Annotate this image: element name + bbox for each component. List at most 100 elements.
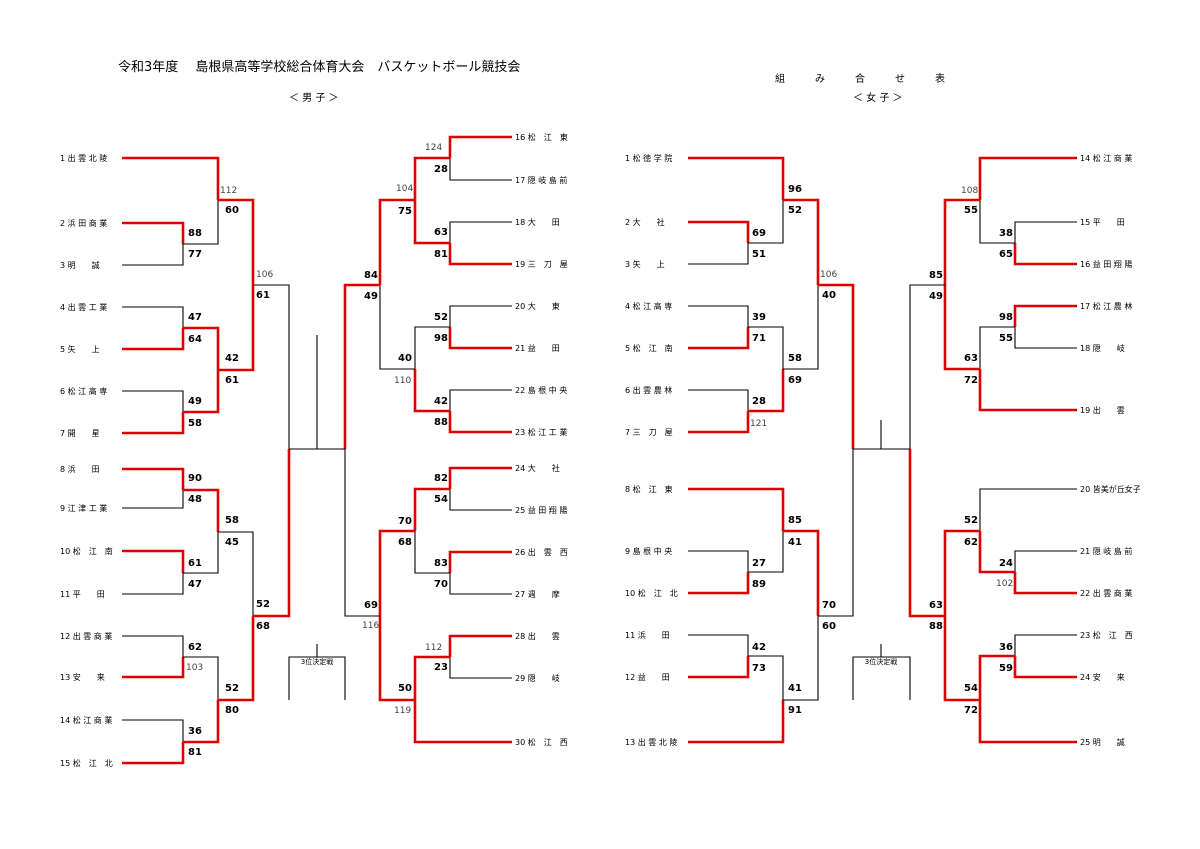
bracket-line bbox=[413, 369, 450, 413]
bracket-line bbox=[183, 488, 220, 532]
bracket-line bbox=[979, 488, 1077, 531]
team-name: 8 松 江 東 bbox=[625, 484, 673, 494]
score: 23 bbox=[434, 662, 448, 673]
page-title: 令和3年度 島根県高等学校総合体育大会 バスケットボール競技会 bbox=[118, 60, 521, 75]
bracket-line bbox=[1013, 656, 1077, 679]
bracket-line bbox=[122, 306, 184, 328]
team-name: 24 安 来 bbox=[1080, 672, 1125, 682]
bracket-line bbox=[978, 700, 1077, 744]
team-name: 5 矢 上 bbox=[60, 344, 100, 354]
bracket-line bbox=[413, 700, 512, 744]
team-name: 1 出 雲 北 陵 bbox=[60, 153, 107, 163]
score: 28 bbox=[434, 164, 448, 175]
score: 85 bbox=[929, 270, 943, 281]
score: 77 bbox=[188, 249, 202, 260]
bracket-line bbox=[943, 285, 980, 371]
score: 90 bbox=[188, 473, 202, 484]
score: 39 bbox=[752, 312, 766, 323]
bracket-line bbox=[218, 198, 255, 285]
bracket-line bbox=[122, 328, 185, 351]
score: 68 bbox=[256, 621, 270, 632]
score: 83 bbox=[434, 558, 448, 569]
bracket-line bbox=[218, 531, 254, 616]
bracket-line bbox=[688, 550, 749, 572]
bracket-line bbox=[783, 529, 820, 616]
bracket-line bbox=[183, 200, 219, 245]
team-name: 7 開 星 bbox=[60, 429, 100, 438]
score: 52 bbox=[225, 683, 239, 694]
team-name: 1 松 徳 学 院 bbox=[625, 153, 672, 163]
score: 88 bbox=[434, 417, 448, 428]
bracket-line bbox=[378, 616, 415, 702]
team-name: 19 三 刀 屋 bbox=[515, 260, 568, 269]
team-name: 13 出 雲 北 陵 bbox=[625, 737, 677, 747]
game-number: 116 bbox=[362, 621, 379, 631]
team-name: 6 出 雲 農 林 bbox=[625, 385, 672, 395]
score: 64 bbox=[188, 334, 202, 345]
score: 82 bbox=[434, 473, 448, 484]
team-name: 4 出 雲 工 業 bbox=[60, 302, 107, 312]
bracket-line bbox=[378, 529, 415, 616]
team-name: 29 隠 岐 bbox=[515, 673, 560, 683]
score: 69 bbox=[788, 375, 802, 386]
team-name: 5 松 江 南 bbox=[625, 343, 673, 353]
score: 42 bbox=[434, 396, 448, 407]
bracket-line bbox=[343, 283, 380, 449]
bracket-line bbox=[978, 531, 1015, 574]
bracket-line bbox=[979, 326, 1015, 369]
team-name: 7 三 刀 屋 bbox=[625, 428, 673, 437]
team-name: 10 松 江 北 bbox=[625, 588, 678, 598]
team-name: 20 皆美が丘女子 bbox=[1080, 484, 1141, 494]
team-name: 16 松 江 東 bbox=[515, 132, 568, 142]
score: 42 bbox=[225, 353, 239, 364]
score: 58 bbox=[188, 418, 202, 429]
score: 24 bbox=[999, 558, 1013, 569]
game-number: 106 bbox=[820, 270, 837, 280]
game-number: 102 bbox=[996, 579, 1013, 589]
bracket-line bbox=[908, 449, 945, 618]
score: 36 bbox=[999, 642, 1013, 653]
bracket-line bbox=[414, 531, 450, 574]
bracket-line bbox=[122, 244, 184, 266]
team-name: 4 松 江 高 専 bbox=[625, 301, 672, 311]
bracket-line bbox=[448, 550, 512, 573]
bracket-line bbox=[414, 326, 450, 369]
bracket-line bbox=[449, 389, 512, 411]
team-name: 25 明 誠 bbox=[1080, 737, 1125, 747]
bracket-line bbox=[783, 198, 820, 285]
team-name: 18 大 田 bbox=[515, 217, 560, 227]
bracket-line bbox=[253, 284, 290, 449]
score: 81 bbox=[434, 249, 448, 260]
score: 41 bbox=[788, 683, 802, 694]
bracket-line bbox=[688, 327, 750, 350]
score: 88 bbox=[929, 621, 943, 632]
score: 69 bbox=[364, 600, 378, 611]
score: 70 bbox=[398, 516, 412, 527]
score: 49 bbox=[364, 291, 378, 302]
score: 63 bbox=[434, 227, 448, 238]
score: 41 bbox=[788, 537, 802, 548]
score: 40 bbox=[822, 290, 836, 301]
bracket-line bbox=[122, 742, 185, 765]
bracket-line bbox=[783, 616, 819, 701]
bracket-line bbox=[218, 285, 255, 372]
bracket-line bbox=[122, 573, 184, 595]
bracket-line bbox=[688, 656, 750, 679]
score: 70 bbox=[822, 600, 836, 611]
game-number: 112 bbox=[425, 643, 442, 653]
team-name: 12 益 田 bbox=[625, 672, 670, 682]
bracket-line bbox=[1014, 221, 1077, 243]
bracket-line bbox=[978, 654, 1015, 700]
bracket-line bbox=[448, 634, 512, 657]
score: 91 bbox=[788, 705, 802, 716]
bracket-line bbox=[122, 156, 220, 200]
bracket-line bbox=[748, 200, 784, 244]
team-name: 30 松 江 西 bbox=[515, 737, 568, 747]
team-name: 3 矢 上 bbox=[625, 259, 665, 269]
score: 98 bbox=[434, 333, 448, 344]
bracket-line bbox=[1013, 243, 1077, 266]
bracket-line bbox=[122, 412, 185, 435]
team-name: 2 浜 田 商 業 bbox=[60, 218, 107, 228]
game-number: 112 bbox=[220, 186, 237, 196]
